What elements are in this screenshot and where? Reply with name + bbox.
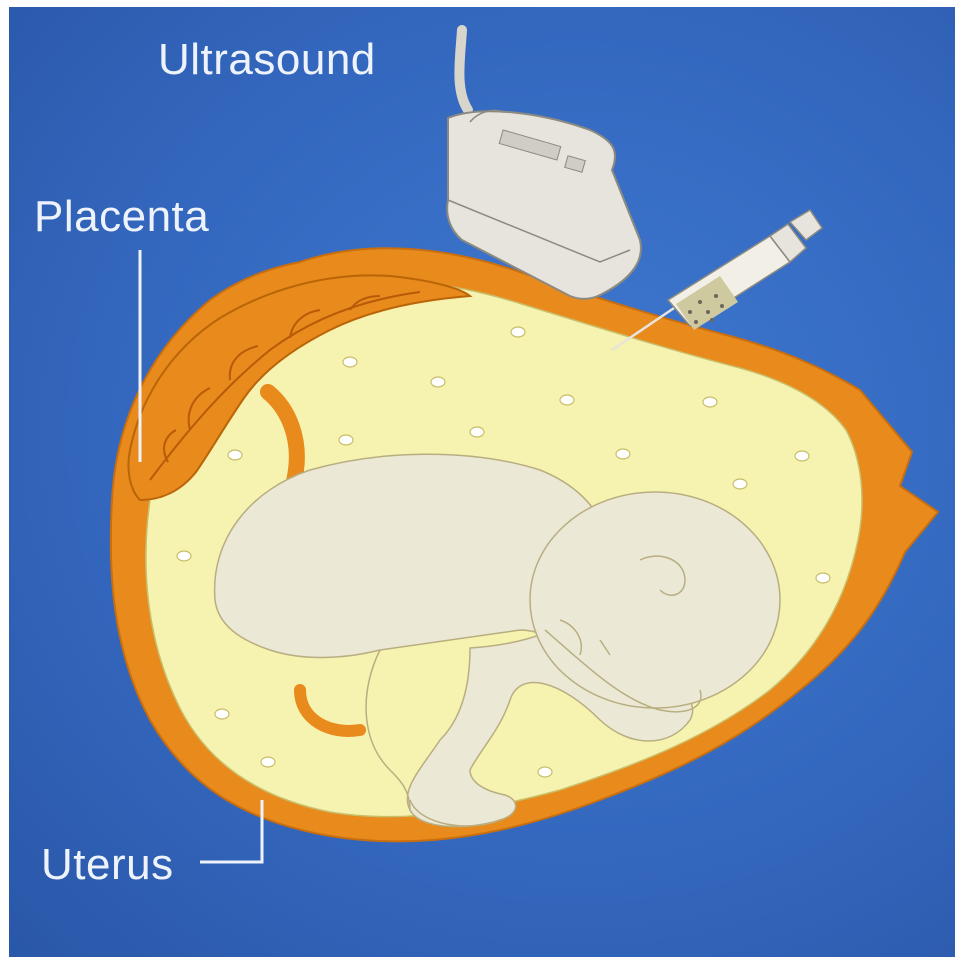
ultrasound-cable (459, 30, 468, 110)
uterus-label: Uterus (41, 843, 174, 887)
ultrasound-label: Ultrasound (158, 38, 376, 82)
placenta-label: Placenta (34, 195, 209, 239)
syringe (612, 210, 822, 350)
